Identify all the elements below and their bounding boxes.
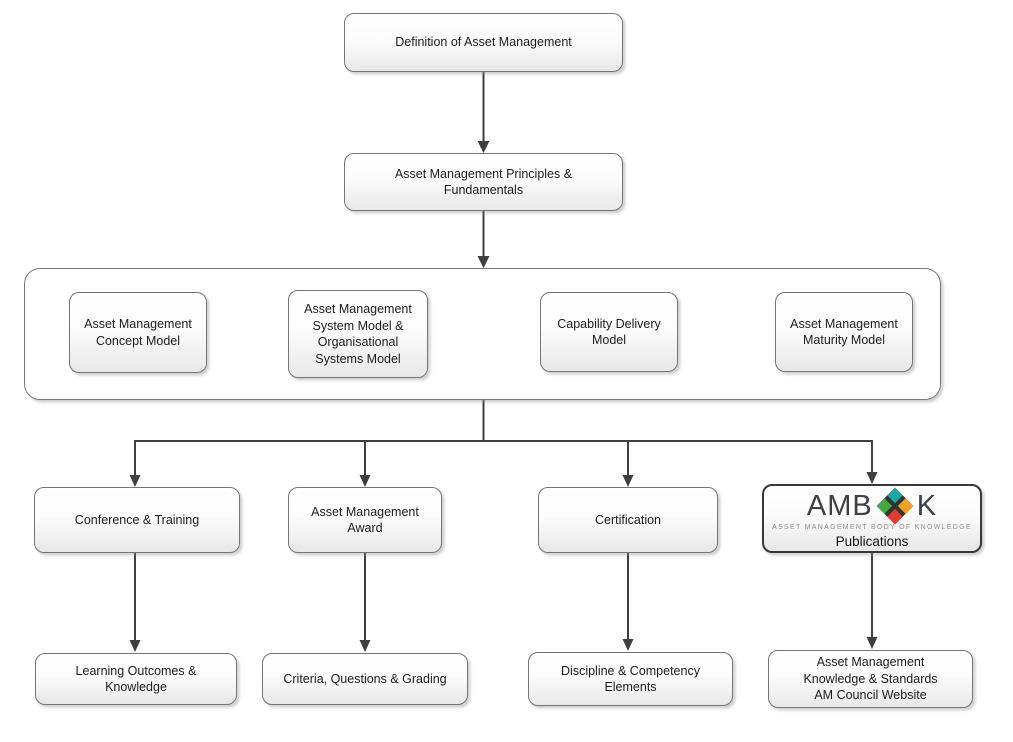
node-certification: Certification [538, 487, 718, 553]
connector-branch-to-award [359, 440, 371, 487]
connector-conference-to-learning [129, 553, 141, 652]
connector-ambok-to-knowledge [866, 553, 878, 649]
node-label: Publications [835, 533, 909, 549]
ambok-tagline: ASSET MANAGEMENT BODY OF KNOWLEDGE [772, 523, 972, 531]
diamond-right-orange [897, 497, 914, 514]
node-label: Asset Management Principles &Fundamental… [394, 166, 573, 198]
node-conference-and-training: Conference & Training [34, 487, 240, 553]
connector-branch-to-ambok [866, 440, 878, 484]
node-label: Conference & Training [74, 512, 200, 527]
ambok-logo-text-right: K [916, 489, 938, 522]
node-label: Certification [595, 512, 661, 527]
node-principles-and-fundamentals: Asset Management Principles &Fundamental… [344, 153, 623, 211]
diamond-top-teal [886, 487, 903, 504]
connector-award-to-criteria [359, 553, 371, 652]
connector-principles-to-models-group [477, 211, 490, 268]
node-label: Learning Outcomes &Knowledge [75, 663, 197, 695]
connector-branch-to-certification [622, 440, 634, 487]
connector-certification-to-discipline [622, 553, 634, 651]
ambok-logo: AMB K [806, 487, 938, 525]
connector-branch-trunk [135, 400, 872, 442]
node-definition-of-asset-management: Definition of Asset Management [344, 13, 623, 72]
node-label: Definition of Asset Management [395, 35, 572, 50]
ambok-diamond-icon [874, 487, 916, 525]
connector-branch-to-conference [129, 440, 141, 487]
ambok-logo-text-left: AMB [806, 489, 873, 522]
diamond-bottom-red [886, 507, 903, 524]
diamond-left-green [876, 497, 893, 514]
node-ambok-publications: AMB K ASSET MANAGEMENT BODY OF KNOWLEDGE… [762, 484, 982, 553]
node-learning-outcomes-and-knowledge: Learning Outcomes &Knowledge [35, 653, 237, 705]
node-criteria-questions-grading: Criteria, Questions & Grading [262, 653, 468, 705]
node-label: Criteria, Questions & Grading [283, 671, 447, 686]
connector-definition-to-principles [477, 72, 490, 153]
